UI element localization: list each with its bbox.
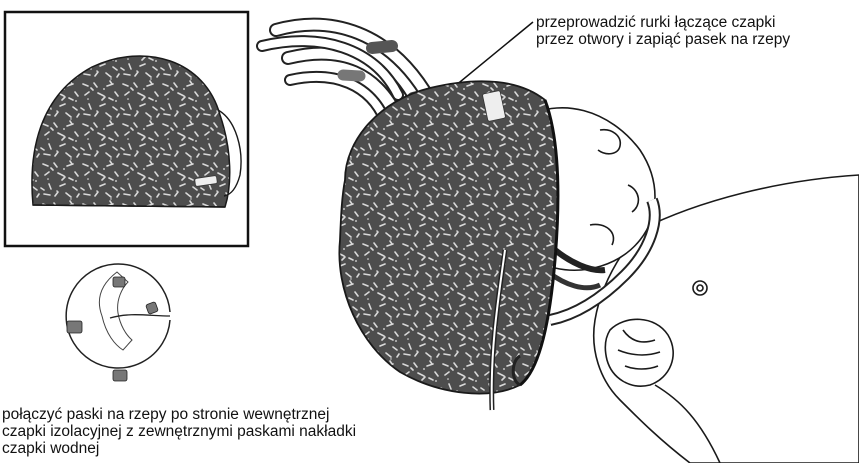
instruction-velcro: połączyć paski na rzepy po stronie wewnę… [2,406,356,457]
instruction-velcro-line1: połączyć paski na rzepy po stronie wewnę… [2,406,356,423]
infant-with-cooling-cap [262,22,859,463]
velcro-tab-left [67,321,82,333]
instruction-velcro-line2: czapki izolacyjnej z zewnętrznymi paskam… [2,423,356,440]
cap-underside-diagram [66,264,170,381]
instruction-tubes-line1: przeprowadzić rurki łączące czapki [536,14,790,31]
instruction-tubes: przeprowadzić rurki łączące czapki przez… [536,14,790,48]
velcro-tab-top [113,277,125,287]
cap-inset-illustration [5,12,248,246]
velcro-tab-bottom [113,370,127,381]
instruction-velcro-line3: czapki wodnej [2,440,356,457]
water-cap [339,81,558,393]
instruction-tubes-line2: przez otwory i zapiąć pasek na rzepy [536,31,790,48]
